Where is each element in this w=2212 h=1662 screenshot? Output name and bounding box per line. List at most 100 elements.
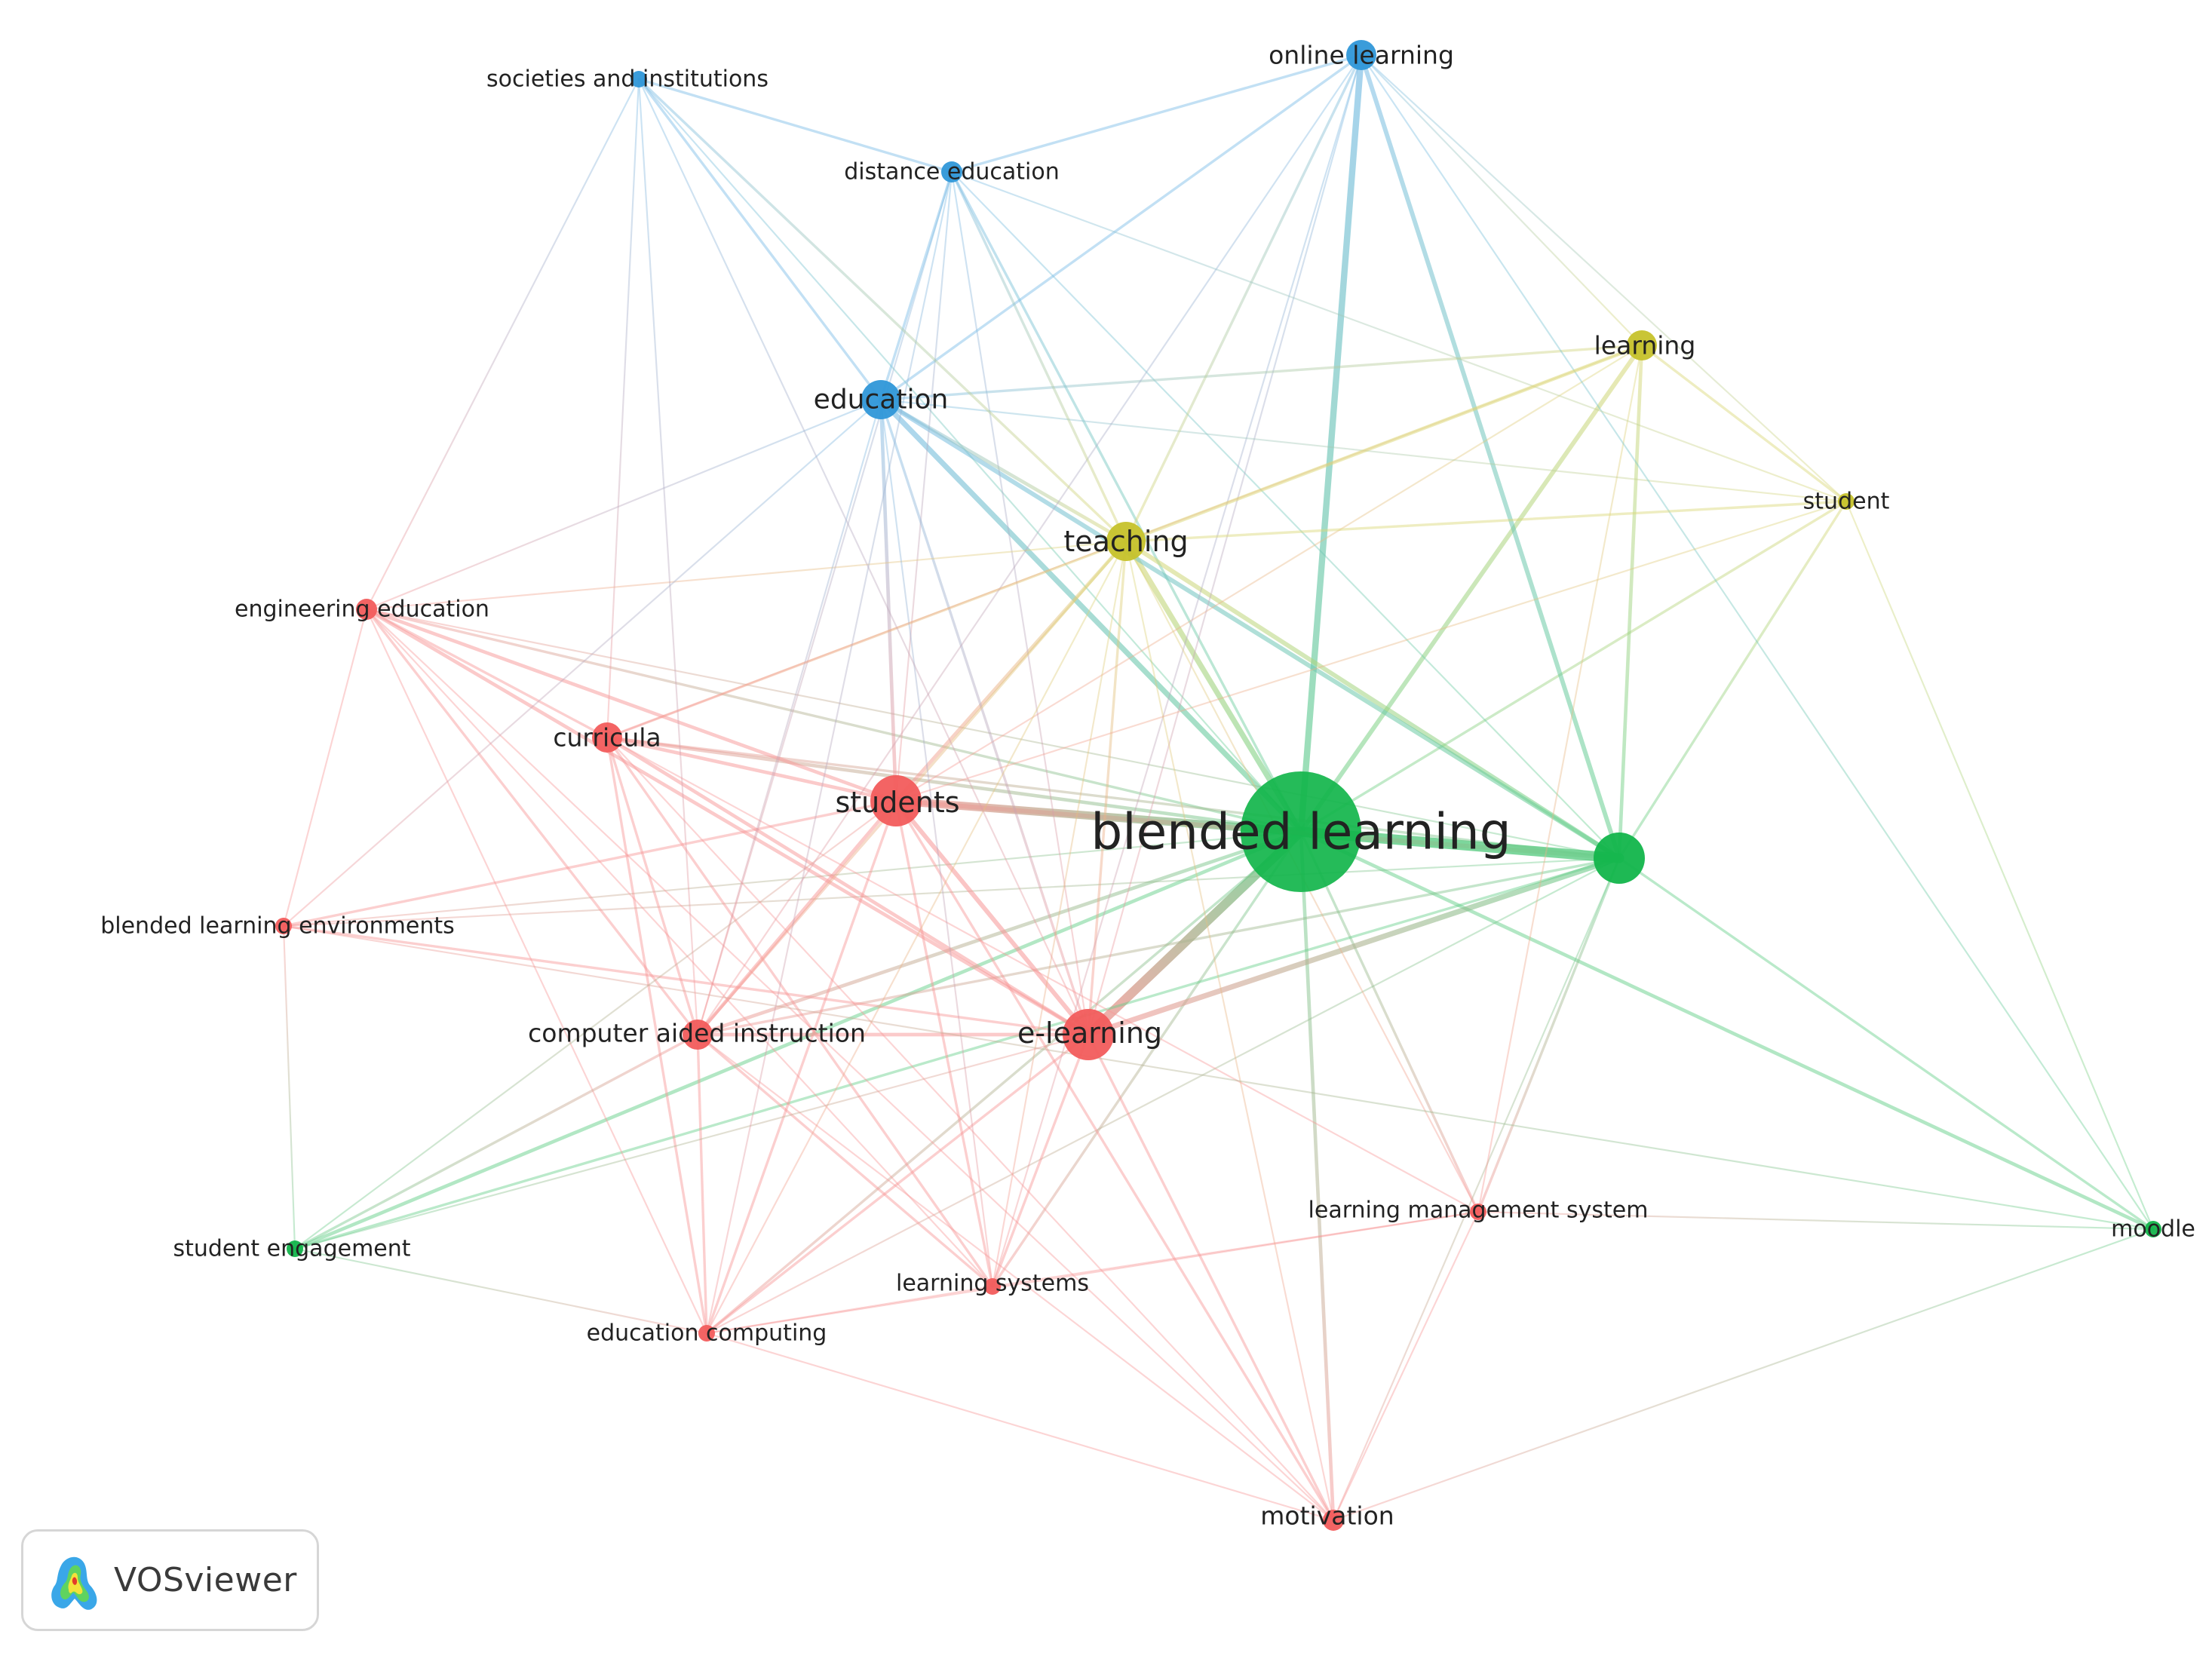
- edge-blended-learning-learning: [1299, 343, 1644, 834]
- node-label-societies-and-institutions: societies and institutions: [486, 66, 769, 93]
- edge-e-learning-curricula: [605, 735, 1091, 1037]
- edge-curricula-engineering-education: [365, 608, 609, 739]
- edge-online-learning-teaching: [1124, 54, 1363, 543]
- edge-student-engagement-e-learning: [293, 1033, 1090, 1250]
- edge-education-learning: [879, 344, 1643, 401]
- edge-blended-learning-motivation: [1299, 829, 1336, 1522]
- edge-e-learning-motivation: [1087, 1033, 1335, 1522]
- edge-students-curricula: [605, 735, 898, 803]
- edge-engineering-education-computer-aided-instruction: [365, 608, 699, 1036]
- edge-computer-aided-instruction-education-computing: [696, 1033, 708, 1335]
- node-label-engineering-education: engineering education: [235, 596, 489, 623]
- node-student[interactable]: [1838, 493, 1855, 510]
- node-education[interactable]: [861, 380, 900, 419]
- node-learning[interactable]: [1627, 330, 1657, 360]
- node-learning-management-system[interactable]: [1470, 1204, 1486, 1220]
- edge-online-learning-student: [1360, 54, 1848, 503]
- edge-student-moodle: [1845, 500, 2155, 1231]
- edge-green-unlabeled-engineering-education: [365, 608, 1621, 860]
- edge-students-education: [879, 397, 898, 803]
- edge-blended-learning-distance-education: [950, 170, 1302, 833]
- edge-blended-learning-moodle: [1299, 829, 2155, 1231]
- node-societies-and-institutions[interactable]: [630, 71, 647, 87]
- edge-online-learning-computer-aided-instruction: [696, 54, 1363, 1036]
- node-label-curricula: curricula: [553, 723, 661, 753]
- edge-students-learning-systems: [894, 799, 994, 1288]
- node-label-learning-systems: learning systems: [896, 1271, 1089, 1297]
- node-moodle[interactable]: [2145, 1221, 2161, 1237]
- edge-students-motivation: [894, 799, 1335, 1522]
- edge-computer-aided-instruction-student-engagement: [293, 1033, 699, 1250]
- edge-curricula-learning-management-system: [606, 736, 1480, 1213]
- node-label-learning: learning: [1594, 331, 1696, 360]
- edge-blended-learning-environments-education: [282, 398, 882, 928]
- edge-blended-learning-student: [1299, 500, 1848, 833]
- edge-societies-and-institutions-e-learning: [637, 78, 1090, 1036]
- vosviewer-logo: VOSviewer: [21, 1529, 319, 1631]
- edge-learning-systems-learning-management-system: [991, 1210, 1480, 1288]
- node-label-blended-learning: blended learning: [1091, 803, 1511, 861]
- edge-education-societies-and-institutions: [637, 78, 882, 401]
- edge-curricula-societies-and-institutions: [606, 78, 640, 739]
- edge-e-learning-distance-education: [950, 170, 1090, 1036]
- node-e-learning[interactable]: [1063, 1009, 1114, 1060]
- edge-distance-education-teaching: [950, 170, 1127, 543]
- vosviewer-logo-icon: [51, 1556, 97, 1610]
- edge-e-learning-engineering-education: [364, 607, 1091, 1037]
- node-motivation[interactable]: [1323, 1510, 1344, 1531]
- edge-blended-learning-curricula: [605, 735, 1303, 834]
- node-label-e-learning: e-learning: [1017, 1017, 1162, 1050]
- edge-engineering-education-education-computing: [365, 608, 708, 1335]
- edge-student-students: [894, 500, 1848, 802]
- node-label-education: education: [814, 385, 949, 416]
- edge-e-learning-education: [879, 398, 1090, 1036]
- node-engineering-education[interactable]: [356, 599, 377, 620]
- edge-motivation-moodle: [1332, 1228, 2155, 1522]
- edge-learning-systems-online-learning: [991, 54, 1363, 1288]
- edge-engineering-education-blended-learning-environments: [282, 608, 368, 928]
- edge-e-learning-online-learning: [1087, 54, 1363, 1036]
- edge-green-unlabeled-online-learning: [1359, 53, 1621, 860]
- edge-education-teaching: [879, 397, 1128, 544]
- node-label-student-engagement: student engagement: [173, 1236, 410, 1262]
- node-distance-education[interactable]: [941, 161, 962, 182]
- edge-motivation-teaching: [1124, 540, 1335, 1522]
- node-student-engagement[interactable]: [287, 1240, 303, 1257]
- node-label-blended-learning-environments: blended learning environments: [100, 913, 455, 940]
- edge-online-learning-distance-education: [950, 54, 1363, 173]
- node-computer-aided-instruction[interactable]: [683, 1020, 713, 1050]
- edges-layer: [282, 51, 2155, 1522]
- node-label-motivation: motivation: [1260, 1501, 1394, 1531]
- edge-education-computing-motivation: [705, 1332, 1335, 1522]
- edge-distance-education-student: [950, 170, 1848, 503]
- edge-learning-systems-education: [879, 398, 994, 1288]
- node-curricula[interactable]: [592, 722, 622, 753]
- node-students[interactable]: [870, 775, 922, 826]
- edge-e-learning-blended-learning-environments: [282, 925, 1090, 1036]
- edge-blended-learning-engineering-education: [365, 608, 1302, 833]
- node-online-learning[interactable]: [1346, 40, 1376, 70]
- edge-distance-education-education-computing: [705, 170, 953, 1335]
- edge-green-unlabeled-education-computing: [705, 857, 1621, 1335]
- edge-curricula-motivation: [606, 736, 1335, 1522]
- node-blended-learning[interactable]: [1241, 771, 1361, 892]
- edge-student-engagement-students: [293, 799, 897, 1250]
- node-education-computing[interactable]: [698, 1325, 715, 1342]
- edge-blended-learning-environments-moodle: [282, 925, 2155, 1231]
- edge-blended-learning-environments-student-engagement: [282, 925, 296, 1250]
- node-label-computer-aided-instruction: computer aided instruction: [528, 1019, 866, 1048]
- edge-education-computing-teaching: [705, 540, 1127, 1335]
- edge-engineering-education-learning-systems: [365, 608, 994, 1288]
- node-green-unlabeled[interactable]: [1594, 833, 1645, 884]
- node-blended-learning-environments[interactable]: [275, 918, 292, 934]
- edge-teaching-student: [1124, 500, 1848, 543]
- node-learning-systems[interactable]: [984, 1278, 1001, 1295]
- edge-societies-and-institutions-computer-aided-instruction: [637, 78, 699, 1036]
- edge-engineering-education-education: [365, 398, 882, 611]
- node-teaching[interactable]: [1106, 522, 1146, 561]
- edge-e-learning-learning-systems: [991, 1033, 1090, 1288]
- edge-students-learning: [894, 344, 1643, 802]
- edge-students-distance-education: [894, 170, 953, 802]
- vosviewer-logo-text: VOSviewer: [114, 1561, 297, 1599]
